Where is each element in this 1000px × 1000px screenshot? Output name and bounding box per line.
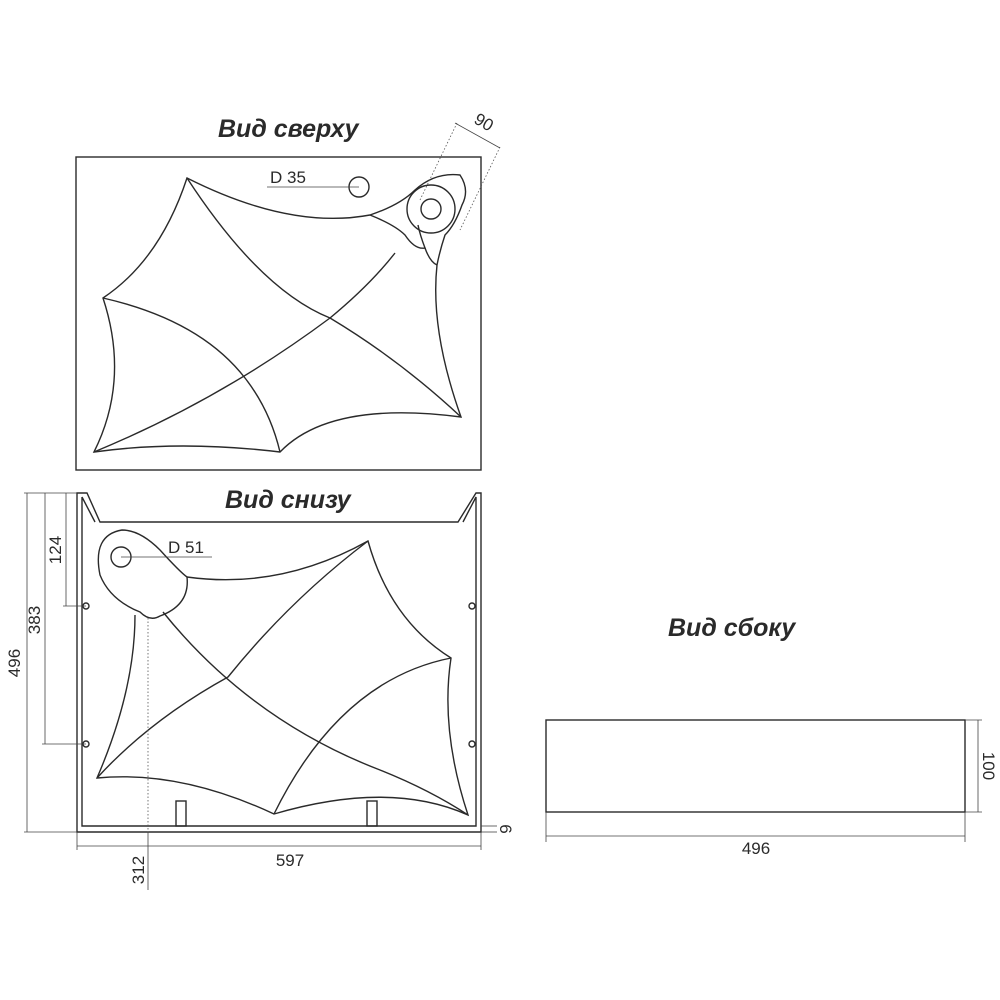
top-basin-shape (92, 173, 467, 453)
top-view-outline (75, 156, 482, 471)
dim-496-width: 496 (742, 839, 770, 858)
top-view-title: Вид сверху (218, 115, 360, 143)
bottom-view: Вид снизу D 51 496 383 124 (5, 486, 515, 890)
bottom-drain-label: D 51 (168, 538, 204, 557)
mounting-holes (82, 602, 476, 827)
dim-100: 100 (979, 752, 998, 780)
dim-124: 124 (46, 536, 65, 564)
top-drain-label: D 35 (270, 168, 306, 187)
bottom-frame-outline (76, 492, 482, 833)
dim-312: 312 (129, 856, 148, 884)
side-view-outline (545, 719, 966, 813)
bottom-basin-shape (95, 529, 470, 817)
side-view: Вид сбоку 100 496 (545, 614, 998, 858)
bottom-view-title: Вид снизу (225, 486, 352, 514)
side-view-title: Вид сбоку (668, 614, 796, 642)
dim-597: 597 (276, 851, 304, 870)
top-offset-label: 90 (471, 109, 497, 135)
dim-383: 383 (25, 606, 44, 634)
dim-496-height: 496 (5, 649, 24, 677)
top-view: Вид сверху D 35 90 (75, 109, 501, 471)
dim-6: 6 (496, 824, 515, 833)
